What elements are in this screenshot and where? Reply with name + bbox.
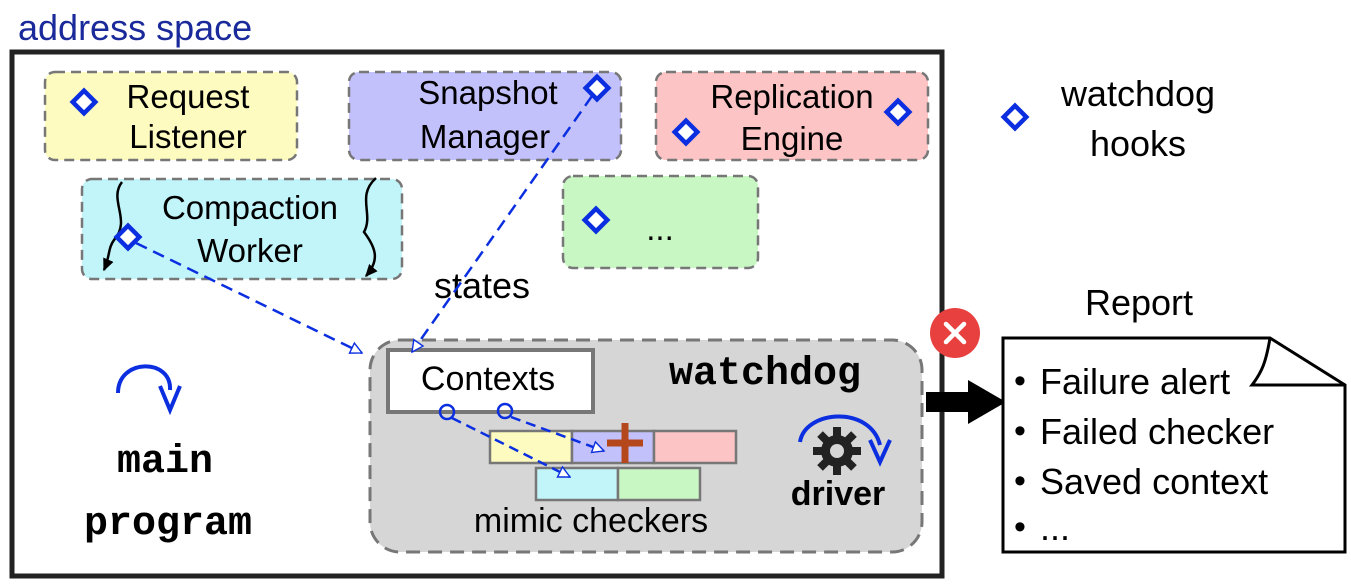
report-item-3: Saved context [1040,461,1268,502]
report-arrow [926,380,1006,424]
legend-label-1: watchdog [1060,73,1215,114]
state-arrows [135,95,604,479]
checker-block-replication [652,429,738,465]
ellipsis-label: ... [646,210,674,247]
main-program-label-1: main [117,440,213,485]
replication-engine-label-2: Engine [741,120,844,157]
state-arrow-compaction [135,241,362,355]
diamond-hook-icon [671,117,701,147]
report-title: Report [1085,282,1193,323]
checker-block-snapshot [570,429,656,465]
report-item-2: Failed checker [1040,411,1274,452]
snapshot-manager-label-2: Manager [420,118,550,155]
snapshot-manager-component: Snapshot Manager [347,70,623,162]
report-item-bullet-4: • [1014,508,1026,546]
diamond-hook-icon [1000,102,1030,132]
watchdog-box: watchdog Contexts mimic checkers [368,338,924,554]
replication-engine-label-1: Replication [710,78,873,115]
snapshot-manager-label-1: Snapshot [418,74,557,111]
context-arrow-snapshot [510,415,604,451]
replication-engine-component: Replication Engine [654,70,930,162]
checker-block-other [616,466,702,502]
diamond-hook-icon [883,97,913,127]
compaction-worker-component: Compaction Worker [80,177,404,281]
gear-icon [813,427,861,475]
error-x-icon [930,308,980,358]
checker-block-compaction [534,466,620,502]
report-item-bullet-2: • [1014,412,1026,450]
hook-diamonds [69,73,913,252]
loop-arrow-icon [116,364,173,394]
driver-label: driver [791,475,886,513]
thread-arrow-left [102,181,124,272]
context-arrow-compaction [451,416,570,479]
main-program-label-2: program [84,502,252,547]
compaction-worker-label-2: Worker [197,232,303,269]
request-listener-component: Request Listener [43,70,299,162]
compaction-worker-label-1: Compaction [162,189,338,226]
mimic-checkers-label: mimic checkers [474,502,708,540]
address-space-title: address space [18,7,252,48]
diamond-hook-icon [113,222,143,252]
report-item-4: ... [1040,507,1070,548]
diamond-hook-icon [582,73,612,103]
legend: watchdog hooks [1000,73,1215,164]
ellipsis-component: ... [561,174,760,270]
driver-loop-icon [798,414,882,446]
request-listener-label-1: Request [127,78,250,115]
thread-arrow-right [362,177,378,278]
report-item-bullet-3: • [1014,462,1026,500]
watchdog-title: watchdog [669,352,861,397]
diamond-hook-icon [69,87,99,117]
cross-mark-icon [607,423,643,463]
diamond-hook-icon [581,205,611,235]
contexts-label: Contexts [421,360,555,398]
request-listener-label-2: Listener [129,118,246,155]
legend-label-2: hooks [1090,123,1186,164]
report-document: Report • Failure alert • Failed checker … [1001,282,1347,554]
main-program: main program [84,364,252,547]
report-item-bullet-1: • [1014,362,1026,400]
state-arrow-snapshot [410,95,594,352]
contexts-box [386,348,595,414]
report-item-1: Failure alert [1040,361,1230,402]
